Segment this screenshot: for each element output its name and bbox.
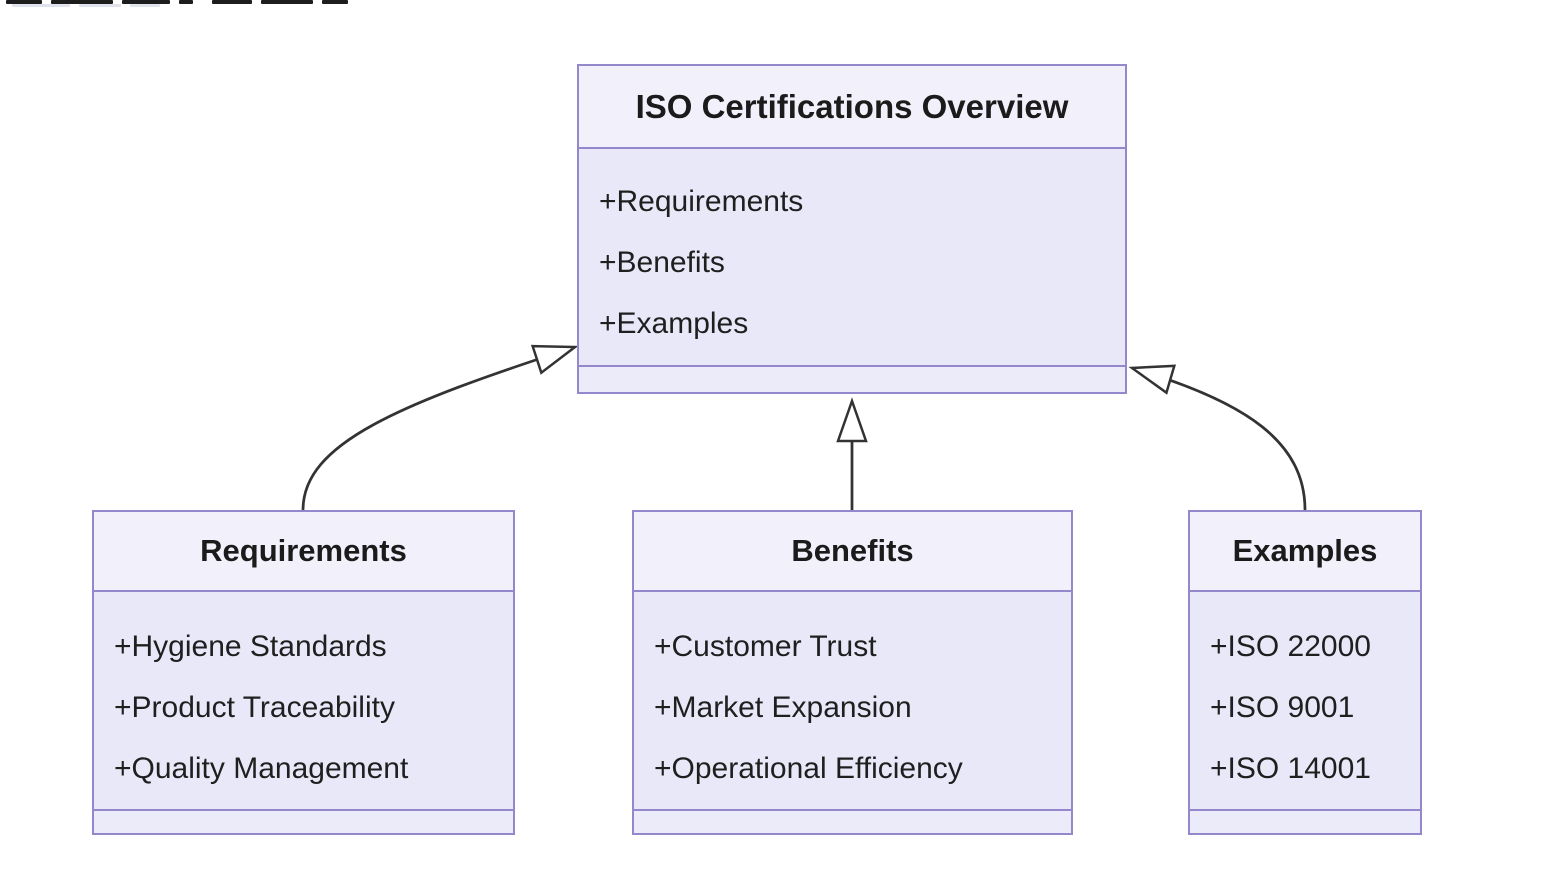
clipped-text-artifact-faint [12,4,160,7]
class-title-overview: ISO Certifications Overview [579,66,1125,149]
class-title-requirements: Requirements [94,512,513,592]
class-box-benefits: Benefits +Customer Trust +Market Expansi… [632,510,1073,835]
class-member: +Market Expansion [654,691,912,724]
class-member: +ISO 14001 [1210,752,1371,785]
class-box-overview: ISO Certifications Overview +Requirement… [577,64,1127,394]
class-footer-empty [94,809,513,833]
class-title-examples: Examples [1190,512,1420,592]
class-member: +Product Traceability [114,691,395,724]
class-member: +Operational Efficiency [654,752,963,785]
inheritance-arrow-examples [1128,364,1307,511]
class-member: +Requirements [599,185,804,218]
class-members-requirements: +Hygiene Standards +Product Traceability… [94,592,513,809]
class-footer-empty [634,809,1071,833]
class-box-examples: Examples +ISO 22000 +ISO 9001 +ISO 14001 [1188,510,1422,835]
class-member: +Examples [599,307,749,340]
class-title-benefits: Benefits [634,512,1071,592]
class-member: +Benefits [599,246,725,279]
clipped-text-artifact [6,0,348,4]
inheritance-arrow-requirements [301,344,579,511]
class-box-requirements: Requirements +Hygiene Standards +Product… [92,510,515,835]
class-member: +Hygiene Standards [114,630,387,663]
class-member: +ISO 22000 [1210,630,1371,663]
class-member: +Quality Management [114,752,409,785]
class-member: +ISO 9001 [1210,691,1355,724]
class-members-benefits: +Customer Trust +Market Expansion +Opera… [634,592,1071,809]
class-footer-empty [1190,809,1420,833]
class-member: +Customer Trust [654,630,877,663]
class-members-examples: +ISO 22000 +ISO 9001 +ISO 14001 [1190,592,1420,809]
class-footer-empty [579,365,1125,392]
class-members-overview: +Requirements +Benefits +Examples [579,149,1125,365]
